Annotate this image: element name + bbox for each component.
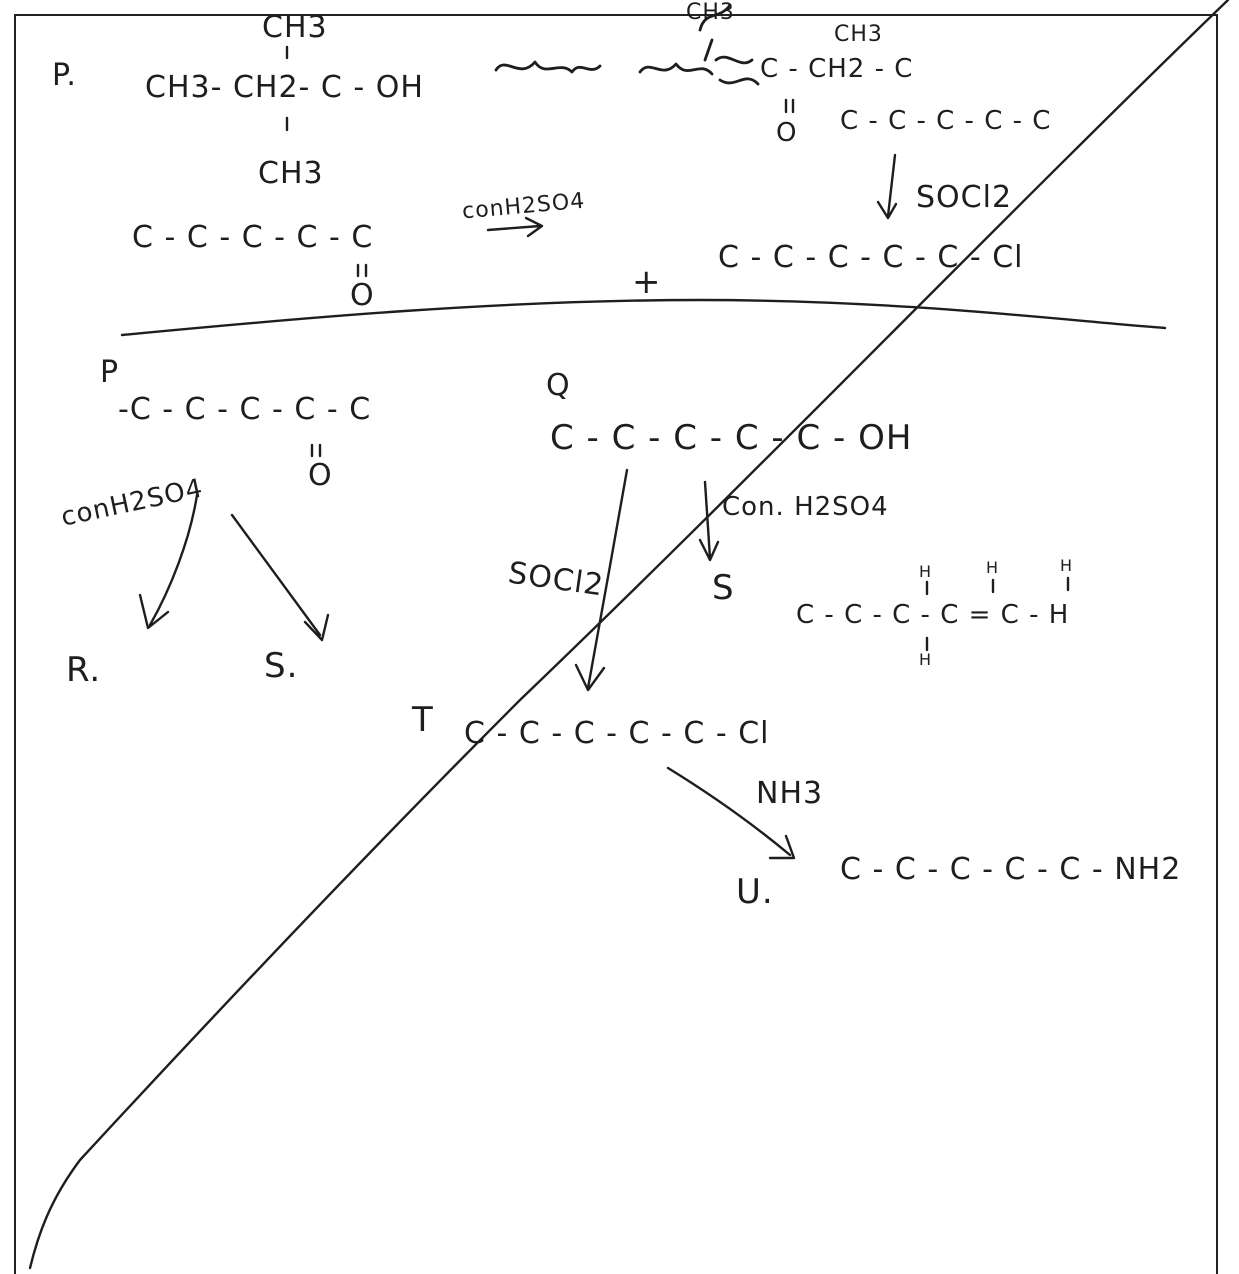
cross-out-line	[28, 0, 1230, 1270]
arrow-socl2-top	[876, 153, 898, 220]
right-ch3-second: CH3	[834, 22, 883, 47]
scribble-crossed-text	[494, 3, 760, 86]
reagent-nh3: NH3	[756, 776, 824, 811]
answer-box-frame	[14, 14, 1218, 1274]
arrow-t-to-u	[666, 766, 796, 860]
arrow-to-s	[230, 513, 330, 642]
t-chain: C - C - C - C - C - Cl	[464, 716, 770, 751]
right-ch3-top: CH3	[686, 0, 735, 25]
alkene-chain: C - C - C - C = C - H	[796, 600, 1070, 630]
soci2-top: SOCl2	[916, 180, 1013, 215]
label-t: T	[412, 700, 434, 740]
alcohol-structure: CH3- CH2- C - OH	[145, 70, 424, 105]
alkene-h-2: H	[986, 558, 1000, 577]
p-chain-bottom: -C - C - C - C - C	[118, 392, 372, 427]
ch3-top: CH3	[262, 10, 328, 45]
label-p-bottom: P	[100, 355, 120, 390]
arrow-q-socl2	[574, 468, 629, 692]
amine-chain: C - C - C - C - C - NH2	[840, 852, 1182, 887]
label-u: U.	[736, 872, 774, 912]
ketone-chain-top: C - C - C - C - C	[132, 220, 374, 255]
carbonyl-bond-bottom	[310, 443, 322, 458]
q-chain: C - C - C - C - C - OH	[550, 418, 913, 458]
carbonyl-bond-top	[356, 263, 368, 278]
label-r: R.	[66, 650, 102, 690]
alkene-h-bonds	[925, 576, 1070, 652]
arrow-to-r	[138, 493, 199, 630]
right-chain-2: C - C - C - C - C	[840, 106, 1052, 136]
label-s-right: S	[712, 568, 735, 608]
right-chain-1: C - CH2 - C	[760, 54, 914, 84]
reagent-con-h2so4: Con. H2SO4	[722, 492, 889, 522]
arrow-conh2so4-top	[486, 216, 544, 238]
label-s-left: S.	[264, 646, 299, 686]
chloride-chain-top: C - C - C - C - C - Cl	[718, 240, 1024, 275]
ketone-oxygen-top: O	[350, 278, 375, 313]
plus-sign: +	[632, 262, 662, 302]
label-p-top: P.	[52, 58, 77, 93]
divider-line	[120, 298, 1167, 337]
right-oxygen: O	[776, 118, 798, 148]
label-q: Q	[546, 368, 571, 403]
alkene-h-below: H	[919, 650, 933, 669]
alkene-h-3: H	[1060, 556, 1074, 575]
arrow-q-conh2so4	[698, 480, 720, 562]
alkene-h-1: H	[919, 562, 933, 581]
carbonyl-bond-right	[784, 98, 795, 114]
p-oxygen-bottom: O	[308, 458, 333, 493]
ch3-bottom: CH3	[258, 156, 324, 191]
